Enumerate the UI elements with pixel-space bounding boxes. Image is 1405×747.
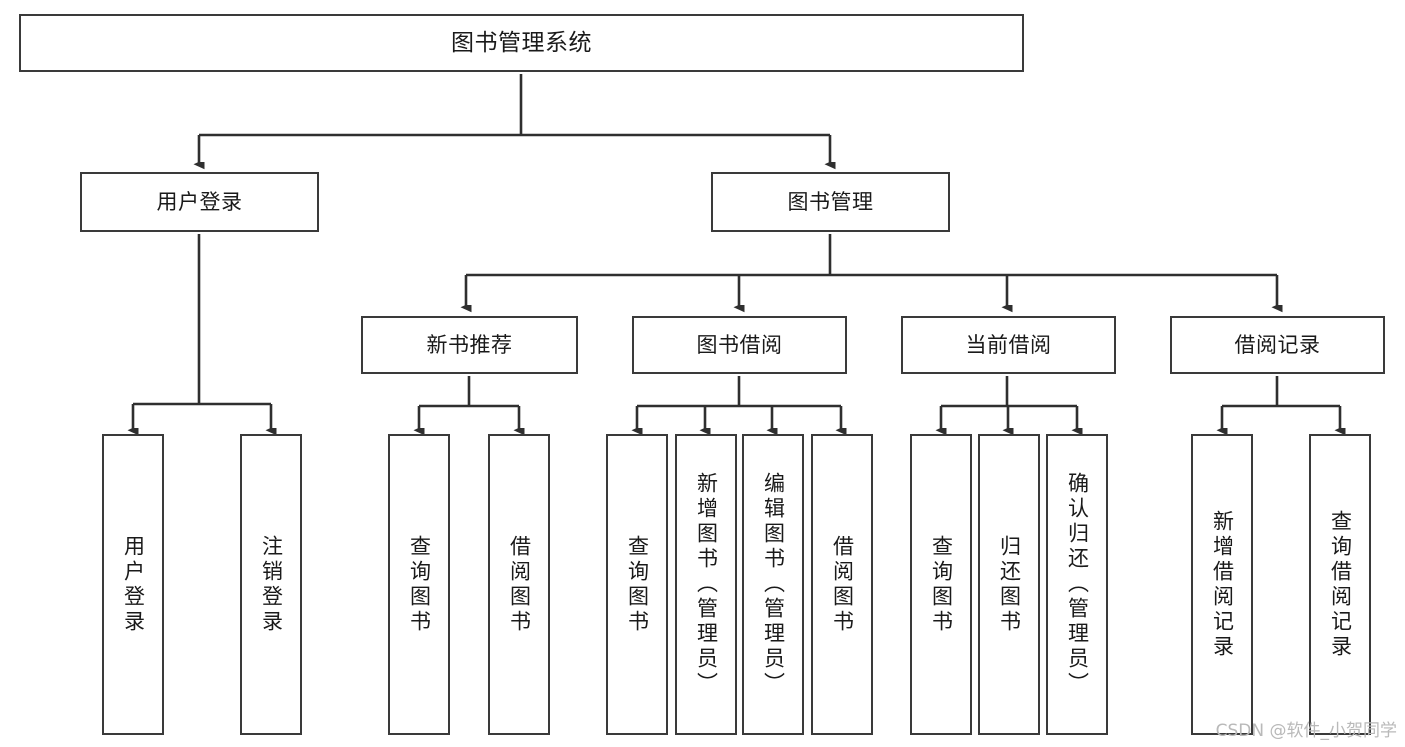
node-book-manage[interactable]: 图书管理	[711, 172, 950, 232]
node-leaf-confirm-return[interactable]: 确认归还（管理员）	[1046, 434, 1108, 735]
node-current-borrow[interactable]: 当前借阅	[901, 316, 1116, 374]
node-leaf-return-book[interactable]: 归还图书	[978, 434, 1040, 735]
node-leaf-query-book-3[interactable]: 查询图书	[910, 434, 972, 735]
node-leaf-user-login-label: 用户登录	[121, 534, 146, 635]
edges-root	[133, 74, 1340, 430]
node-leaf-add-record-label: 新增借阅记录	[1210, 509, 1235, 660]
node-borrow-record[interactable]: 借阅记录	[1170, 316, 1385, 374]
node-new-book-rec-label: 新书推荐	[426, 332, 513, 357]
node-leaf-add-record[interactable]: 新增借阅记录	[1191, 434, 1253, 735]
node-book-manage-label: 图书管理	[787, 189, 874, 214]
node-leaf-query-record[interactable]: 查询借阅记录	[1309, 434, 1371, 735]
node-root-label: 图书管理系统	[451, 29, 592, 56]
node-leaf-add-book[interactable]: 新增图书（管理员）	[675, 434, 737, 735]
node-leaf-user-login[interactable]: 用户登录	[102, 434, 164, 735]
node-leaf-add-book-label: 新增图书（管理员）	[694, 472, 719, 697]
node-book-borrow[interactable]: 图书借阅	[632, 316, 847, 374]
node-leaf-query-record-label: 查询借阅记录	[1328, 509, 1353, 660]
node-leaf-borrow-book-2[interactable]: 借阅图书	[811, 434, 873, 735]
node-current-borrow-label: 当前借阅	[965, 332, 1052, 357]
node-leaf-borrow-book-1-label: 借阅图书	[507, 534, 532, 635]
node-leaf-edit-book-label: 编辑图书（管理员）	[761, 472, 786, 697]
node-leaf-query-book-2[interactable]: 查询图书	[606, 434, 668, 735]
node-leaf-query-book-3-label: 查询图书	[929, 534, 954, 635]
node-leaf-logout[interactable]: 注销登录	[240, 434, 302, 735]
node-root[interactable]: 图书管理系统	[19, 14, 1024, 72]
node-leaf-return-book-label: 归还图书	[997, 534, 1022, 635]
node-new-book-rec[interactable]: 新书推荐	[361, 316, 578, 374]
node-leaf-edit-book[interactable]: 编辑图书（管理员）	[742, 434, 804, 735]
node-leaf-query-book-1-label: 查询图书	[407, 534, 432, 635]
node-leaf-confirm-return-label: 确认归还（管理员）	[1065, 472, 1090, 697]
watermark-text: CSDN @软件_小贺同学	[1215, 721, 1397, 741]
node-user-login-label: 用户登录	[156, 189, 243, 214]
node-leaf-borrow-book-1[interactable]: 借阅图书	[488, 434, 550, 735]
node-user-login[interactable]: 用户登录	[80, 172, 319, 232]
node-leaf-query-book-2-label: 查询图书	[625, 534, 650, 635]
node-borrow-record-label: 借阅记录	[1234, 332, 1321, 357]
node-leaf-borrow-book-2-label: 借阅图书	[830, 534, 855, 635]
node-book-borrow-label: 图书借阅	[696, 332, 783, 357]
node-leaf-query-book-1[interactable]: 查询图书	[388, 434, 450, 735]
node-leaf-logout-label: 注销登录	[259, 534, 284, 635]
